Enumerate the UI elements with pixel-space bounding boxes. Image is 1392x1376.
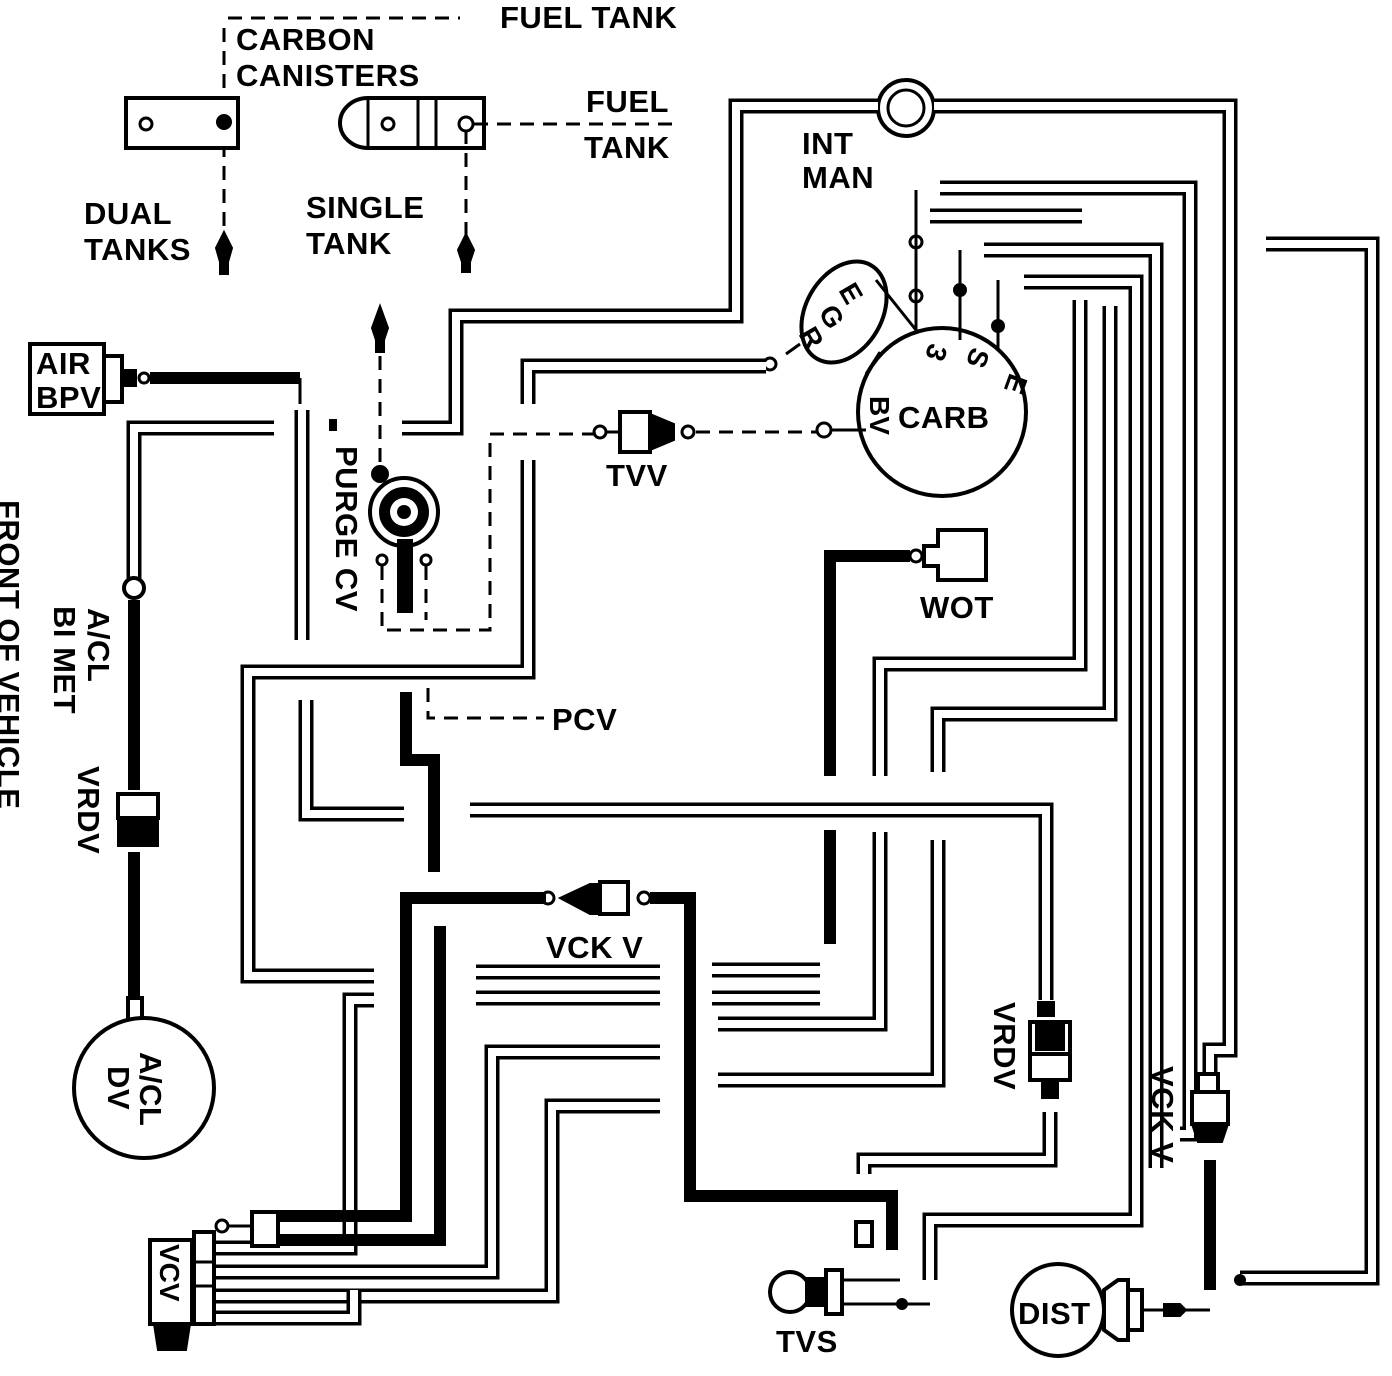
label-tanks: TANKS <box>84 232 191 267</box>
label-pcv: PCV <box>552 702 617 737</box>
label-vck-v-right: VCK V <box>1145 1066 1180 1163</box>
label-acl-dv-2: DV <box>101 1066 136 1110</box>
vck-v-right <box>1190 1072 1230 1143</box>
label-vck-v-center: VCK V <box>546 930 643 965</box>
label-vrdv-left: VRDV <box>71 766 106 854</box>
label-purge-cv: PURGE CV <box>329 446 364 612</box>
hoses <box>126 98 1380 1326</box>
label-canisters: CANISTERS <box>236 58 420 93</box>
intake-manifold-fitting <box>876 78 936 138</box>
label-air: AIR <box>36 346 91 381</box>
single-tank-fitting-icon <box>456 231 476 273</box>
label-carbon: CARBON <box>236 22 375 57</box>
dual-tanks-fitting-icon <box>214 229 234 275</box>
label-tank: TANK <box>584 130 670 165</box>
label-single: SINGLE <box>306 190 424 225</box>
label-front-of-vehicle: FRONT OF VEHICLE <box>0 500 26 809</box>
vrdv-right <box>1028 1001 1072 1099</box>
tvs-switch <box>768 1220 930 1316</box>
label-tvv: TVV <box>606 458 668 493</box>
label-fuel-tank-top: FUEL TANK <box>500 0 677 35</box>
thick-hoses <box>128 372 1216 1290</box>
vck-v-center <box>540 880 652 916</box>
single-canister <box>338 96 486 150</box>
label-vrdv-right: VRDV <box>987 1002 1022 1090</box>
tvv-valve <box>592 410 833 454</box>
purge-cv <box>329 303 596 632</box>
label-dist: DIST <box>1018 1296 1091 1331</box>
label-acl-bimet-1: A/CL <box>81 608 116 682</box>
label-carb: CARB <box>898 400 990 435</box>
label-single-tank: TANK <box>306 226 392 261</box>
label-bpv: BPV <box>36 380 101 415</box>
label-int: INT <box>802 126 853 161</box>
left-components <box>72 576 216 1160</box>
label-dual: DUAL <box>84 196 172 231</box>
label-fuel: FUEL <box>586 84 669 119</box>
purge-fitting-icon <box>370 303 390 353</box>
air-bpv <box>28 342 151 416</box>
label-tvs: TVS <box>776 1324 838 1359</box>
label-vcv: VCV <box>154 1244 185 1302</box>
label-acl-bimet-2: BI MET <box>47 606 82 714</box>
label-carb-bv: BV <box>864 396 895 435</box>
labels: FUEL TANK CARBON CANISTERS FUEL TANK DUA… <box>0 0 1180 1359</box>
vcv-valve <box>148 1210 280 1351</box>
carburetor <box>762 190 1028 498</box>
label-man: MAN <box>802 160 874 195</box>
canister-group <box>124 16 676 275</box>
wot-switch <box>908 528 988 582</box>
distributor <box>1010 1262 1246 1358</box>
label-acl-dv-1: A/CL <box>133 1052 168 1126</box>
label-wot: WOT <box>920 590 994 625</box>
